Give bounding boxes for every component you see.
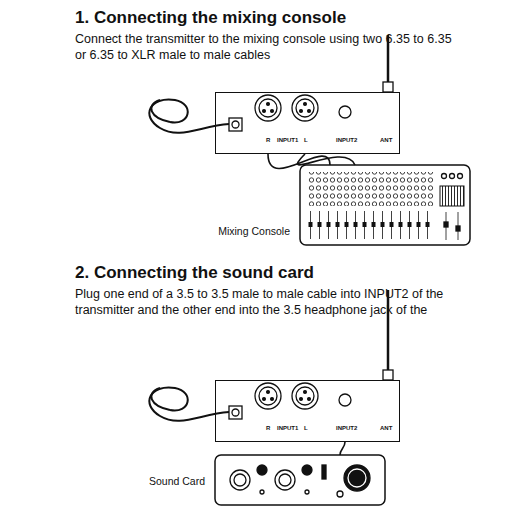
instruction-text: Connect the transmitter to the mixing co…	[75, 31, 465, 63]
jack-label: INPUT2	[336, 425, 357, 432]
jack-label: ANT	[380, 137, 392, 144]
section-heading: 2. Connecting the sound card	[75, 263, 314, 283]
transmitter-box: R INPUT1 L INPUT2 ANT	[215, 380, 400, 442]
device-box: Sound Card	[215, 455, 385, 505]
audio-cable	[298, 154, 355, 165]
jack-label: R	[266, 137, 270, 144]
jack-label: INPUT1	[277, 137, 298, 144]
jack-label: INPUT1	[277, 425, 298, 432]
device-label: Sound Card	[149, 475, 205, 487]
instruction-text: Plug one end of a 3.5 to 3.5 male to mal…	[75, 286, 465, 318]
jack-label: L	[304, 425, 308, 432]
jack-label: INPUT2	[336, 137, 357, 144]
device-box: Mixing Console	[300, 165, 470, 245]
audio-cable	[340, 442, 345, 455]
transmitter-box: R INPUT1 L INPUT2 ANT	[215, 92, 400, 154]
jack-label: R	[266, 425, 270, 432]
jack-label: ANT	[380, 425, 392, 432]
jack-label: L	[304, 137, 308, 144]
device-label: Mixing Console	[218, 225, 290, 237]
section-heading: 1. Connecting the mixing console	[75, 8, 346, 28]
